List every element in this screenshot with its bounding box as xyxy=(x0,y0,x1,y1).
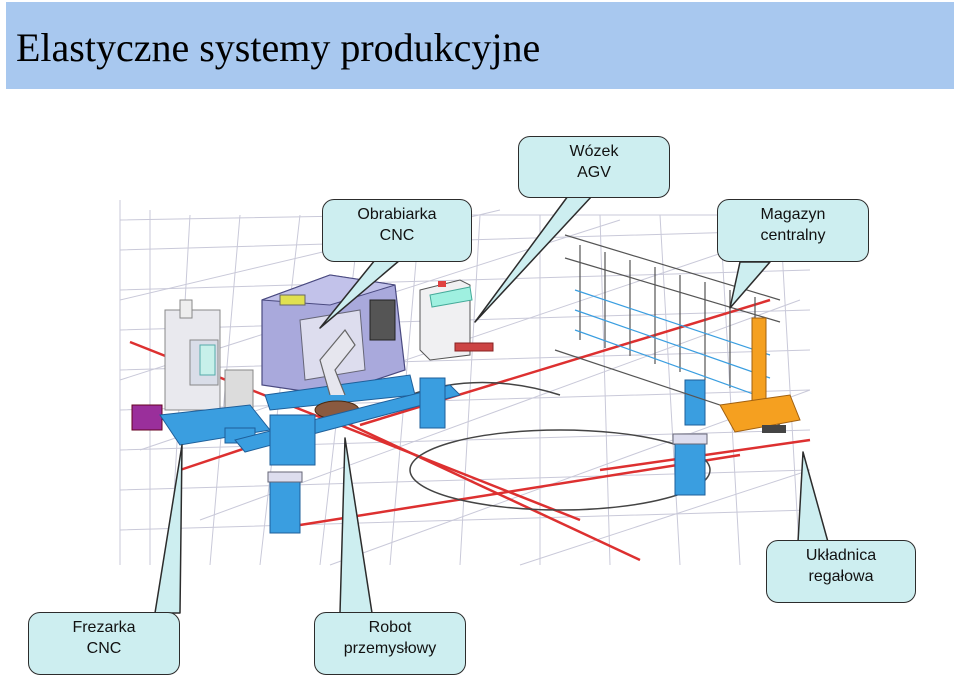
callout-cnc-mill: Frezarka CNC xyxy=(28,612,180,675)
callout-cnc-mill-line2: CNC xyxy=(86,640,122,657)
callout-agv-line1: Wózek xyxy=(569,143,619,160)
callout-cnc-lathe-line1: Obrabiarka xyxy=(357,206,437,223)
pointer-rack xyxy=(729,261,771,309)
callout-cnc-lathe: Obrabiarka CNC xyxy=(322,199,472,262)
pointer-robot xyxy=(339,437,373,614)
pointer-stacker xyxy=(797,451,829,543)
callout-cnc-mill-line1: Frezarka xyxy=(72,619,136,636)
callout-stacker-crane-line2: regałowa xyxy=(808,568,874,585)
conveyor xyxy=(234,377,708,534)
callout-stacker-crane: Układnica regałowa xyxy=(766,540,916,603)
callout-industrial-robot: Robot przemysłowy xyxy=(314,612,466,675)
page-title: Elastyczne systemy produkcyjne xyxy=(16,25,541,70)
cnc-lathe xyxy=(261,274,416,411)
callout-central-storage-line2: centralny xyxy=(760,227,826,244)
agv-track xyxy=(409,381,711,511)
callout-stacker-crane-line1: Układnica xyxy=(805,547,877,564)
agv-cart xyxy=(419,279,494,361)
callout-industrial-robot-line2: przemysłowy xyxy=(343,640,437,657)
callout-industrial-robot-line1: Robot xyxy=(368,619,412,636)
milling-machine xyxy=(131,299,271,446)
callout-central-storage: Magazyn centralny xyxy=(717,199,869,262)
callout-agv: Wózek AGV xyxy=(518,136,670,198)
callout-central-storage-line1: Magazyn xyxy=(760,206,826,223)
stacker-crane xyxy=(719,317,801,433)
title-bar: Elastyczne systemy produkcyjne xyxy=(6,2,954,89)
callout-agv-line2: AGV xyxy=(577,164,611,181)
callout-cnc-lathe-line2: CNC xyxy=(379,227,415,244)
